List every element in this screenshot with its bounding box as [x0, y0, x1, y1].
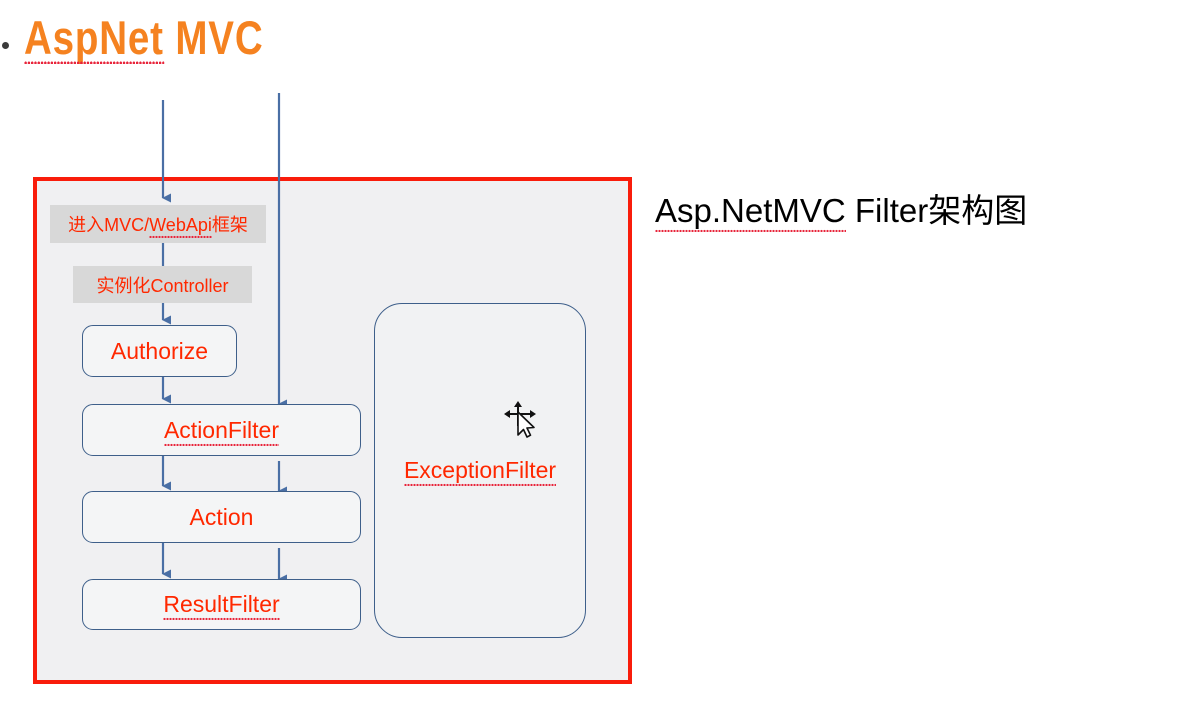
flow-node-exceptionfilter-label: ExceptionFilter [403, 457, 557, 486]
flow-node-instantiate-controller[interactable]: 实例化Controller [73, 266, 252, 303]
flow-node-actionfilter-label: ActionFilter [163, 416, 280, 446]
flow-node-exceptionfilter[interactable]: ExceptionFilter [374, 303, 586, 638]
flow-node-authorize[interactable]: Authorize [82, 325, 237, 377]
move-cursor-icon [504, 401, 536, 438]
flow-node-action[interactable]: Action [82, 491, 361, 543]
diagram-heading: Asp.NetMVC Filter架构图 [655, 190, 1028, 233]
flow-node-actionfilter[interactable]: ActionFilter [82, 404, 361, 456]
diagram-heading-latin: Asp.NetMVC [655, 190, 846, 233]
flow-node-resultfilter-label: ResultFilter [163, 591, 280, 620]
page-title-rest: MVC [163, 11, 264, 64]
spellcheck-underline-webapi: WebApi [149, 215, 212, 238]
page-title-spellchecked-word: AspNet [24, 11, 164, 64]
page-title: AspNet MVC [24, 11, 264, 64]
flow-node-instantiate-controller-label: 实例化Controller [96, 275, 229, 296]
bullet-dot-icon [2, 42, 9, 49]
flow-node-resultfilter[interactable]: ResultFilter [82, 579, 361, 630]
flow-node-enter-framework[interactable]: 进入MVC/WebApi框架 [50, 205, 266, 243]
diagram-heading-tail: Filter架构图 [845, 192, 1028, 229]
flow-node-action-label: Action [189, 503, 254, 530]
flow-node-enter-framework-label: 进入MVC/WebApi框架 [68, 215, 248, 238]
flow-node-authorize-label: Authorize [110, 337, 209, 364]
